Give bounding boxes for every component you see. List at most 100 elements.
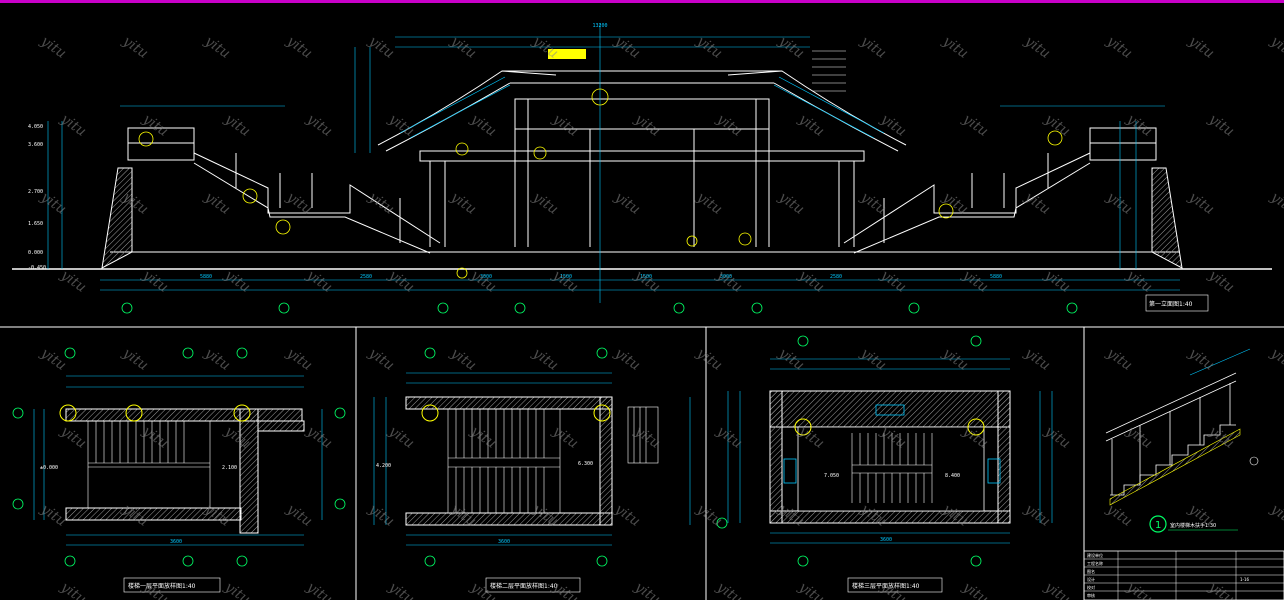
watermark-text: yitu bbox=[1185, 189, 1217, 218]
title-row: 审核 bbox=[1087, 592, 1095, 598]
watermark-text: yitu bbox=[365, 501, 397, 530]
watermark-text: yitu bbox=[959, 111, 991, 140]
plan3-axes bbox=[716, 335, 982, 567]
watermark-text: yitu bbox=[1103, 345, 1135, 374]
highlight-label bbox=[548, 49, 586, 59]
stair-plan-2: 4.200 6.300 3600 楼梯二层平面放样图1:40 bbox=[373, 347, 691, 593]
watermark-text: yitu bbox=[877, 111, 909, 140]
watermark-text: yitu bbox=[611, 501, 643, 530]
elevation-callouts bbox=[138, 88, 1063, 279]
cad-drawing: 13200 5880 2580 3000 1500 1500 3000 2580… bbox=[0, 23, 1284, 600]
watermark-text: yitu bbox=[201, 345, 233, 374]
watermark-text: yitu bbox=[303, 423, 335, 452]
watermark-text: yitu bbox=[365, 189, 397, 218]
watermark-text: yitu bbox=[201, 501, 233, 530]
watermark-text: yitu bbox=[119, 33, 151, 62]
level-label: 4.050 bbox=[28, 124, 43, 130]
dim-label: 5880 bbox=[200, 274, 212, 280]
elevation-dim-labels: 5880 2580 3000 1500 1500 3000 2580 5880 bbox=[200, 274, 1002, 280]
watermark-text: yitu bbox=[877, 267, 909, 296]
watermark-text: yitu bbox=[303, 111, 335, 140]
watermark-text: yitu bbox=[1123, 267, 1155, 296]
handrail-detail: 1 室内楼梯木扶手1:30 bbox=[1105, 348, 1259, 533]
watermark-text: yitu bbox=[1205, 267, 1237, 296]
detail-number: 1 bbox=[1155, 520, 1161, 531]
watermark-text: yitu bbox=[1267, 33, 1284, 62]
watermark-text: yitu bbox=[713, 267, 745, 296]
watermark-text: yitu bbox=[1205, 111, 1237, 140]
watermark-text: yitu bbox=[385, 111, 417, 140]
watermark-text: yitu bbox=[221, 579, 253, 600]
watermark-text: yitu bbox=[447, 345, 479, 374]
roof-rafters bbox=[399, 76, 885, 139]
level-label: 1.650 bbox=[28, 221, 43, 227]
watermark-text: yitu bbox=[447, 189, 479, 218]
watermark-layer: yitu yitu yitu yitu yitu yitu yitu yitu yitu yitu… bbox=[37, 33, 1284, 600]
top-dimension-text: 13200 bbox=[592, 23, 607, 29]
plan2-caption-box bbox=[485, 577, 581, 593]
detail-number-circle bbox=[1149, 515, 1167, 533]
plan2-axes bbox=[424, 347, 608, 567]
stair-plan-3: 7.050 8.400 3600 楼梯三层平面放样图1:40 bbox=[716, 335, 1053, 593]
plan3-level-b: 8.400 bbox=[945, 473, 960, 479]
plan3-caption-box bbox=[847, 577, 943, 593]
plan2-level-a: 4.200 bbox=[376, 463, 391, 469]
watermark-text: yitu bbox=[795, 579, 827, 600]
watermark-text: yitu bbox=[57, 423, 89, 452]
left-retaining-wall bbox=[101, 167, 133, 269]
app-title-bar bbox=[0, 0, 1284, 3]
stair-plan-1: ±0.000 2.100 3600 楼梯一层平面放样图1:40 bbox=[12, 347, 346, 593]
plan1-caption: 楼梯一层平面放样图1:40 bbox=[128, 582, 196, 590]
watermark-text: yitu bbox=[1123, 423, 1155, 452]
watermark-text: yitu bbox=[1123, 111, 1155, 140]
watermark-text: yitu bbox=[283, 33, 315, 62]
watermark-text: yitu bbox=[1267, 189, 1284, 218]
watermark-text: yitu bbox=[693, 501, 725, 530]
watermark-text: yitu bbox=[303, 579, 335, 600]
watermark-text: yitu bbox=[611, 189, 643, 218]
right-stair-balustrade bbox=[843, 127, 1157, 254]
watermark-text: yitu bbox=[221, 111, 253, 140]
watermark-text: yitu bbox=[37, 501, 69, 530]
watermark-text: yitu bbox=[959, 579, 991, 600]
watermark-text: yitu bbox=[693, 189, 725, 218]
watermark-text: yitu bbox=[37, 33, 69, 62]
plan1-dimensions bbox=[33, 375, 323, 546]
watermark-text: yitu bbox=[1021, 189, 1053, 218]
stair-treads bbox=[851, 433, 933, 503]
plan2-caption: 楼梯二层平面放样图1:40 bbox=[490, 582, 558, 590]
plan2-dim: 3600 bbox=[498, 539, 510, 545]
watermark-text: yitu bbox=[959, 267, 991, 296]
watermark-text: yitu bbox=[631, 267, 663, 296]
dim-label: 1500 bbox=[560, 274, 572, 280]
elevation-axes bbox=[121, 302, 1078, 314]
watermark-text: yitu bbox=[775, 345, 807, 374]
level-label: -0.450 bbox=[28, 265, 46, 271]
plan1-dim: 3600 bbox=[170, 539, 182, 545]
watermark-text: yitu bbox=[1123, 579, 1155, 600]
watermark-text: yitu bbox=[775, 189, 807, 218]
watermark-text: yitu bbox=[939, 345, 971, 374]
title-row: 设计 bbox=[1087, 576, 1095, 582]
elevation-levels: 4.050 3.600 2.700 1.650 0.000 -0.450 bbox=[28, 124, 46, 271]
watermark-text: yitu bbox=[1041, 267, 1073, 296]
watermark-text: yitu bbox=[549, 267, 581, 296]
watermark-text: yitu bbox=[611, 345, 643, 374]
watermark-text: yitu bbox=[631, 579, 663, 600]
watermark-text: yitu bbox=[385, 267, 417, 296]
level-label: 0.000 bbox=[28, 250, 43, 256]
cad-drawing-canvas[interactable]: 13200 5880 2580 3000 1500 1500 3000 2580… bbox=[0, 3, 1284, 600]
level-label: 2.700 bbox=[28, 189, 43, 195]
front-elevation: 13200 5880 2580 3000 1500 1500 3000 2580… bbox=[12, 23, 1272, 314]
elevation-caption-box bbox=[1145, 294, 1209, 312]
watermark-text: yitu bbox=[529, 345, 561, 374]
watermark-text: yitu bbox=[713, 579, 745, 600]
title-row: 建设单位 bbox=[1087, 552, 1103, 558]
watermark-text: yitu bbox=[385, 423, 417, 452]
watermark-text: yitu bbox=[549, 579, 581, 600]
stair-treads bbox=[87, 421, 211, 508]
watermark-text: yitu bbox=[713, 111, 745, 140]
plan1-axes bbox=[12, 347, 346, 567]
watermark-text: yitu bbox=[303, 267, 335, 296]
watermark-text: yitu bbox=[939, 33, 971, 62]
